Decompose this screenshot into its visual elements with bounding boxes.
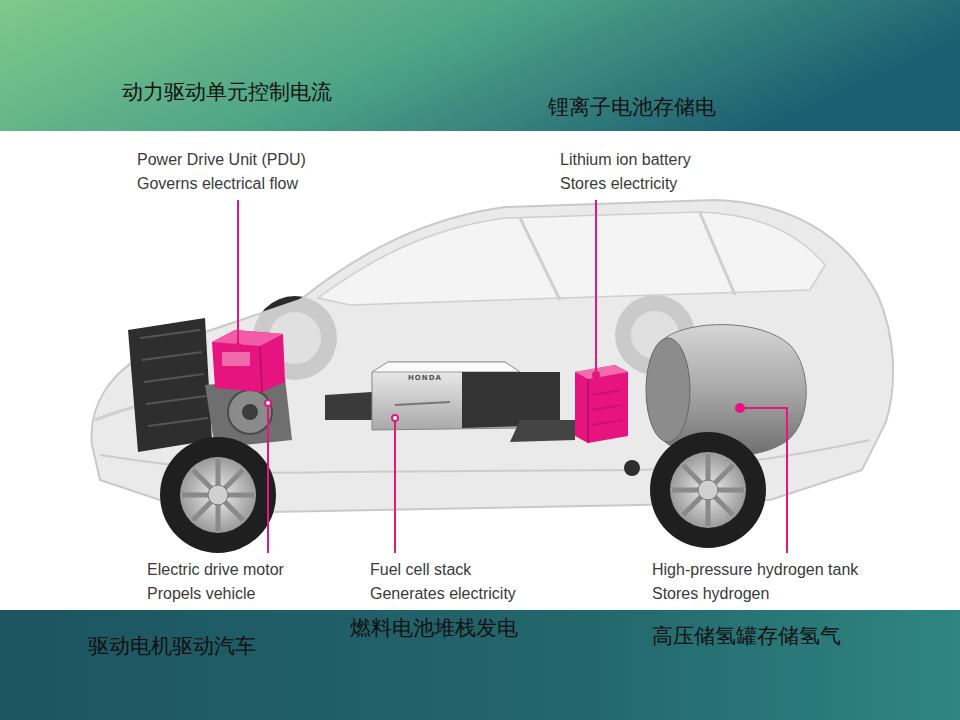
- leader-lines: [235, 200, 787, 553]
- fuel-cell-stack-part: [372, 362, 520, 372]
- part-name: Lithium ion battery: [560, 150, 691, 169]
- leader-dot: [392, 415, 398, 421]
- leader-line: [745, 408, 787, 553]
- radiator: [128, 318, 212, 452]
- rear-wheel-part: [650, 432, 766, 548]
- rear-wheel-part: [670, 452, 746, 528]
- front-wheel-part: [182, 459, 254, 531]
- front-wheel-part: [208, 485, 228, 505]
- front-wheel: [160, 437, 276, 553]
- chinese-caption: 高压储氢罐存储氢气: [652, 624, 841, 649]
- leader-dot: [265, 400, 271, 406]
- leader-dot: [235, 344, 241, 350]
- car-body-part: [520, 218, 560, 300]
- hydrogen-tank-part: [624, 460, 640, 476]
- leader-line: [267, 405, 269, 553]
- car-body-part: [700, 213, 735, 295]
- chinese-caption: 动力驱动单元控制电流: [122, 80, 332, 105]
- radiator-part: [140, 330, 208, 426]
- front-wheel-part: [180, 457, 256, 533]
- fuel-cell-stack-part: [462, 372, 560, 428]
- chinese-caption: 锂离子电池存储电: [548, 95, 716, 120]
- lithium-ion-battery: [575, 365, 628, 443]
- part-function: Stores hydrogen: [652, 584, 769, 603]
- fuel-cell-stack-part: [325, 392, 372, 420]
- part-name: Electric drive motor: [147, 560, 284, 579]
- part-function: Generates electricity: [370, 584, 516, 603]
- chinese-caption: 燃料电池堆栈发电: [350, 616, 518, 641]
- fuel-cell-stack-part: [510, 420, 575, 442]
- lithium-ion-battery-part: [575, 365, 628, 379]
- lithium-ion-battery-part: [587, 379, 589, 443]
- electric-drive-motor-part: [242, 404, 258, 420]
- electric-drive-motor-part: [228, 390, 272, 434]
- leader-line: [595, 200, 597, 372]
- power-drive-unit-part: [212, 330, 283, 346]
- brand-mark: HONDA: [408, 374, 442, 382]
- hydrogen-tank-part: [735, 403, 745, 413]
- power-drive-unit-part: [212, 330, 285, 392]
- rear-wheel-part: [672, 454, 744, 526]
- front-wheel-part: [160, 437, 276, 553]
- part-name: Power Drive Unit (PDU): [137, 150, 306, 169]
- power-drive-unit: [212, 330, 285, 392]
- lithium-ion-battery-part: [592, 390, 622, 425]
- top-band: [0, 0, 960, 131]
- power-drive-unit-part: [260, 346, 262, 392]
- part-function: Propels vehicle: [147, 584, 256, 603]
- fuel-cell-stack-part: [395, 402, 450, 405]
- bottom-band: [0, 610, 960, 720]
- part-name: Fuel cell stack: [370, 560, 471, 579]
- leader-dot: [593, 372, 599, 378]
- leader-line: [394, 420, 396, 553]
- radiator-part: [128, 318, 212, 452]
- part-function: Governs electrical flow: [137, 174, 298, 193]
- power-drive-unit-part: [222, 352, 250, 366]
- fuel-cell-stack: [325, 362, 575, 442]
- leader-line: [237, 200, 239, 345]
- rear-wheel-part: [698, 480, 718, 500]
- lithium-ion-battery-part: [575, 365, 628, 443]
- part-function: Stores electricity: [560, 174, 677, 193]
- hydrogen-tank-part: [646, 338, 690, 442]
- part-name: High-pressure hydrogen tank: [652, 560, 858, 579]
- chinese-caption: 驱动电机驱动汽车: [88, 634, 256, 659]
- car-body-part: [318, 212, 825, 305]
- rear-wheel: [650, 432, 766, 548]
